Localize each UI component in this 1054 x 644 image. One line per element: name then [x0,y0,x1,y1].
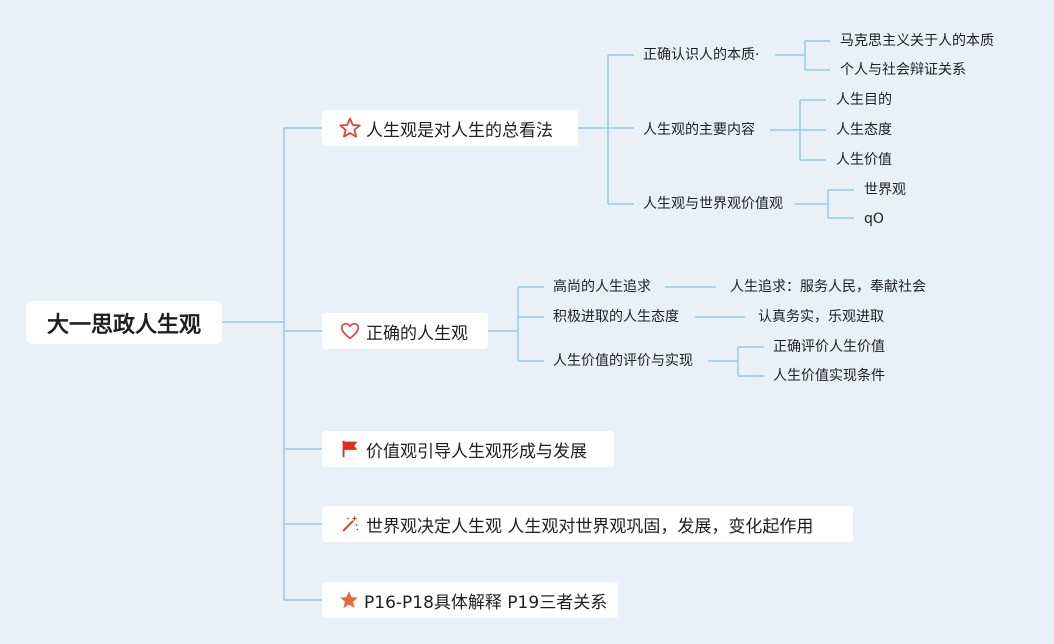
branch-label: P16-P18具体解释 P19三者关系 [364,592,608,613]
branch-node-life-view[interactable]: 人生观是对人生的总看法 [322,110,578,146]
subtopic-value-evaluation[interactable]: 人生价值的评价与实现 [553,353,693,369]
branch-node-correct-life-view[interactable]: 正确的人生观 [322,313,488,349]
leaf-life-attitude[interactable]: 人生态度 [836,122,892,138]
branch-node-worldview-decides[interactable]: 世界观决定人生观 人生观对世界观巩固，发展，变化起作用 [322,506,853,542]
subtopic-positive-attitude[interactable]: 积极进取的人生态度 [553,309,679,325]
leaf-evaluate-value[interactable]: 正确评价人生价值 [773,339,885,355]
leaf-value-conditions[interactable]: 人生价值实现条件 [773,368,885,384]
leaf-serve-people[interactable]: 人生追求：服务人民，奉献社会 [730,279,926,295]
leaf-individual-society[interactable]: 个人与社会辩证关系 [840,62,966,78]
branch-label: 价值观引导人生观形成与发展 [366,441,587,462]
branch-label: 正确的人生观 [366,323,468,344]
leaf-life-value[interactable]: 人生价值 [836,152,892,168]
subtopic-noble-pursuit[interactable]: 高尚的人生追求 [553,279,651,295]
leaf-realistic-optimistic[interactable]: 认真务实，乐观进取 [758,309,884,325]
leaf-marxism-human-nature[interactable]: 马克思主义关于人的本质 [840,33,994,49]
branch-label: 世界观决定人生观 人生观对世界观巩固，发展，变化起作用 [366,516,814,537]
branch-label: 人生观是对人生的总看法 [366,120,553,141]
root-label: 大一思政人生观 [46,312,201,338]
leaf-worldview[interactable]: 世界观 [864,182,906,198]
orange-star-icon [338,588,360,612]
leaf-qo[interactable]: qO [864,211,884,227]
red-flag-icon [338,437,362,461]
subtopic-worldview-values[interactable]: 人生观与世界观价值观 [643,196,783,212]
subtopic-main-content[interactable]: 人生观的主要内容 [643,122,755,138]
magic-wand-icon [338,512,362,536]
leaf-life-purpose[interactable]: 人生目的 [836,92,892,108]
subtopic-understand-human-nature[interactable]: 正确认识人的本质· [643,47,760,63]
branch-node-values-guide[interactable]: 价值观引导人生观形成与发展 [322,431,614,467]
star-outline-icon [338,116,362,140]
branch-node-page-reference[interactable]: P16-P18具体解释 P19三者关系 [322,582,618,618]
heart-outline-icon [338,319,362,343]
root-node[interactable]: 大一思政人生观 [26,301,222,344]
